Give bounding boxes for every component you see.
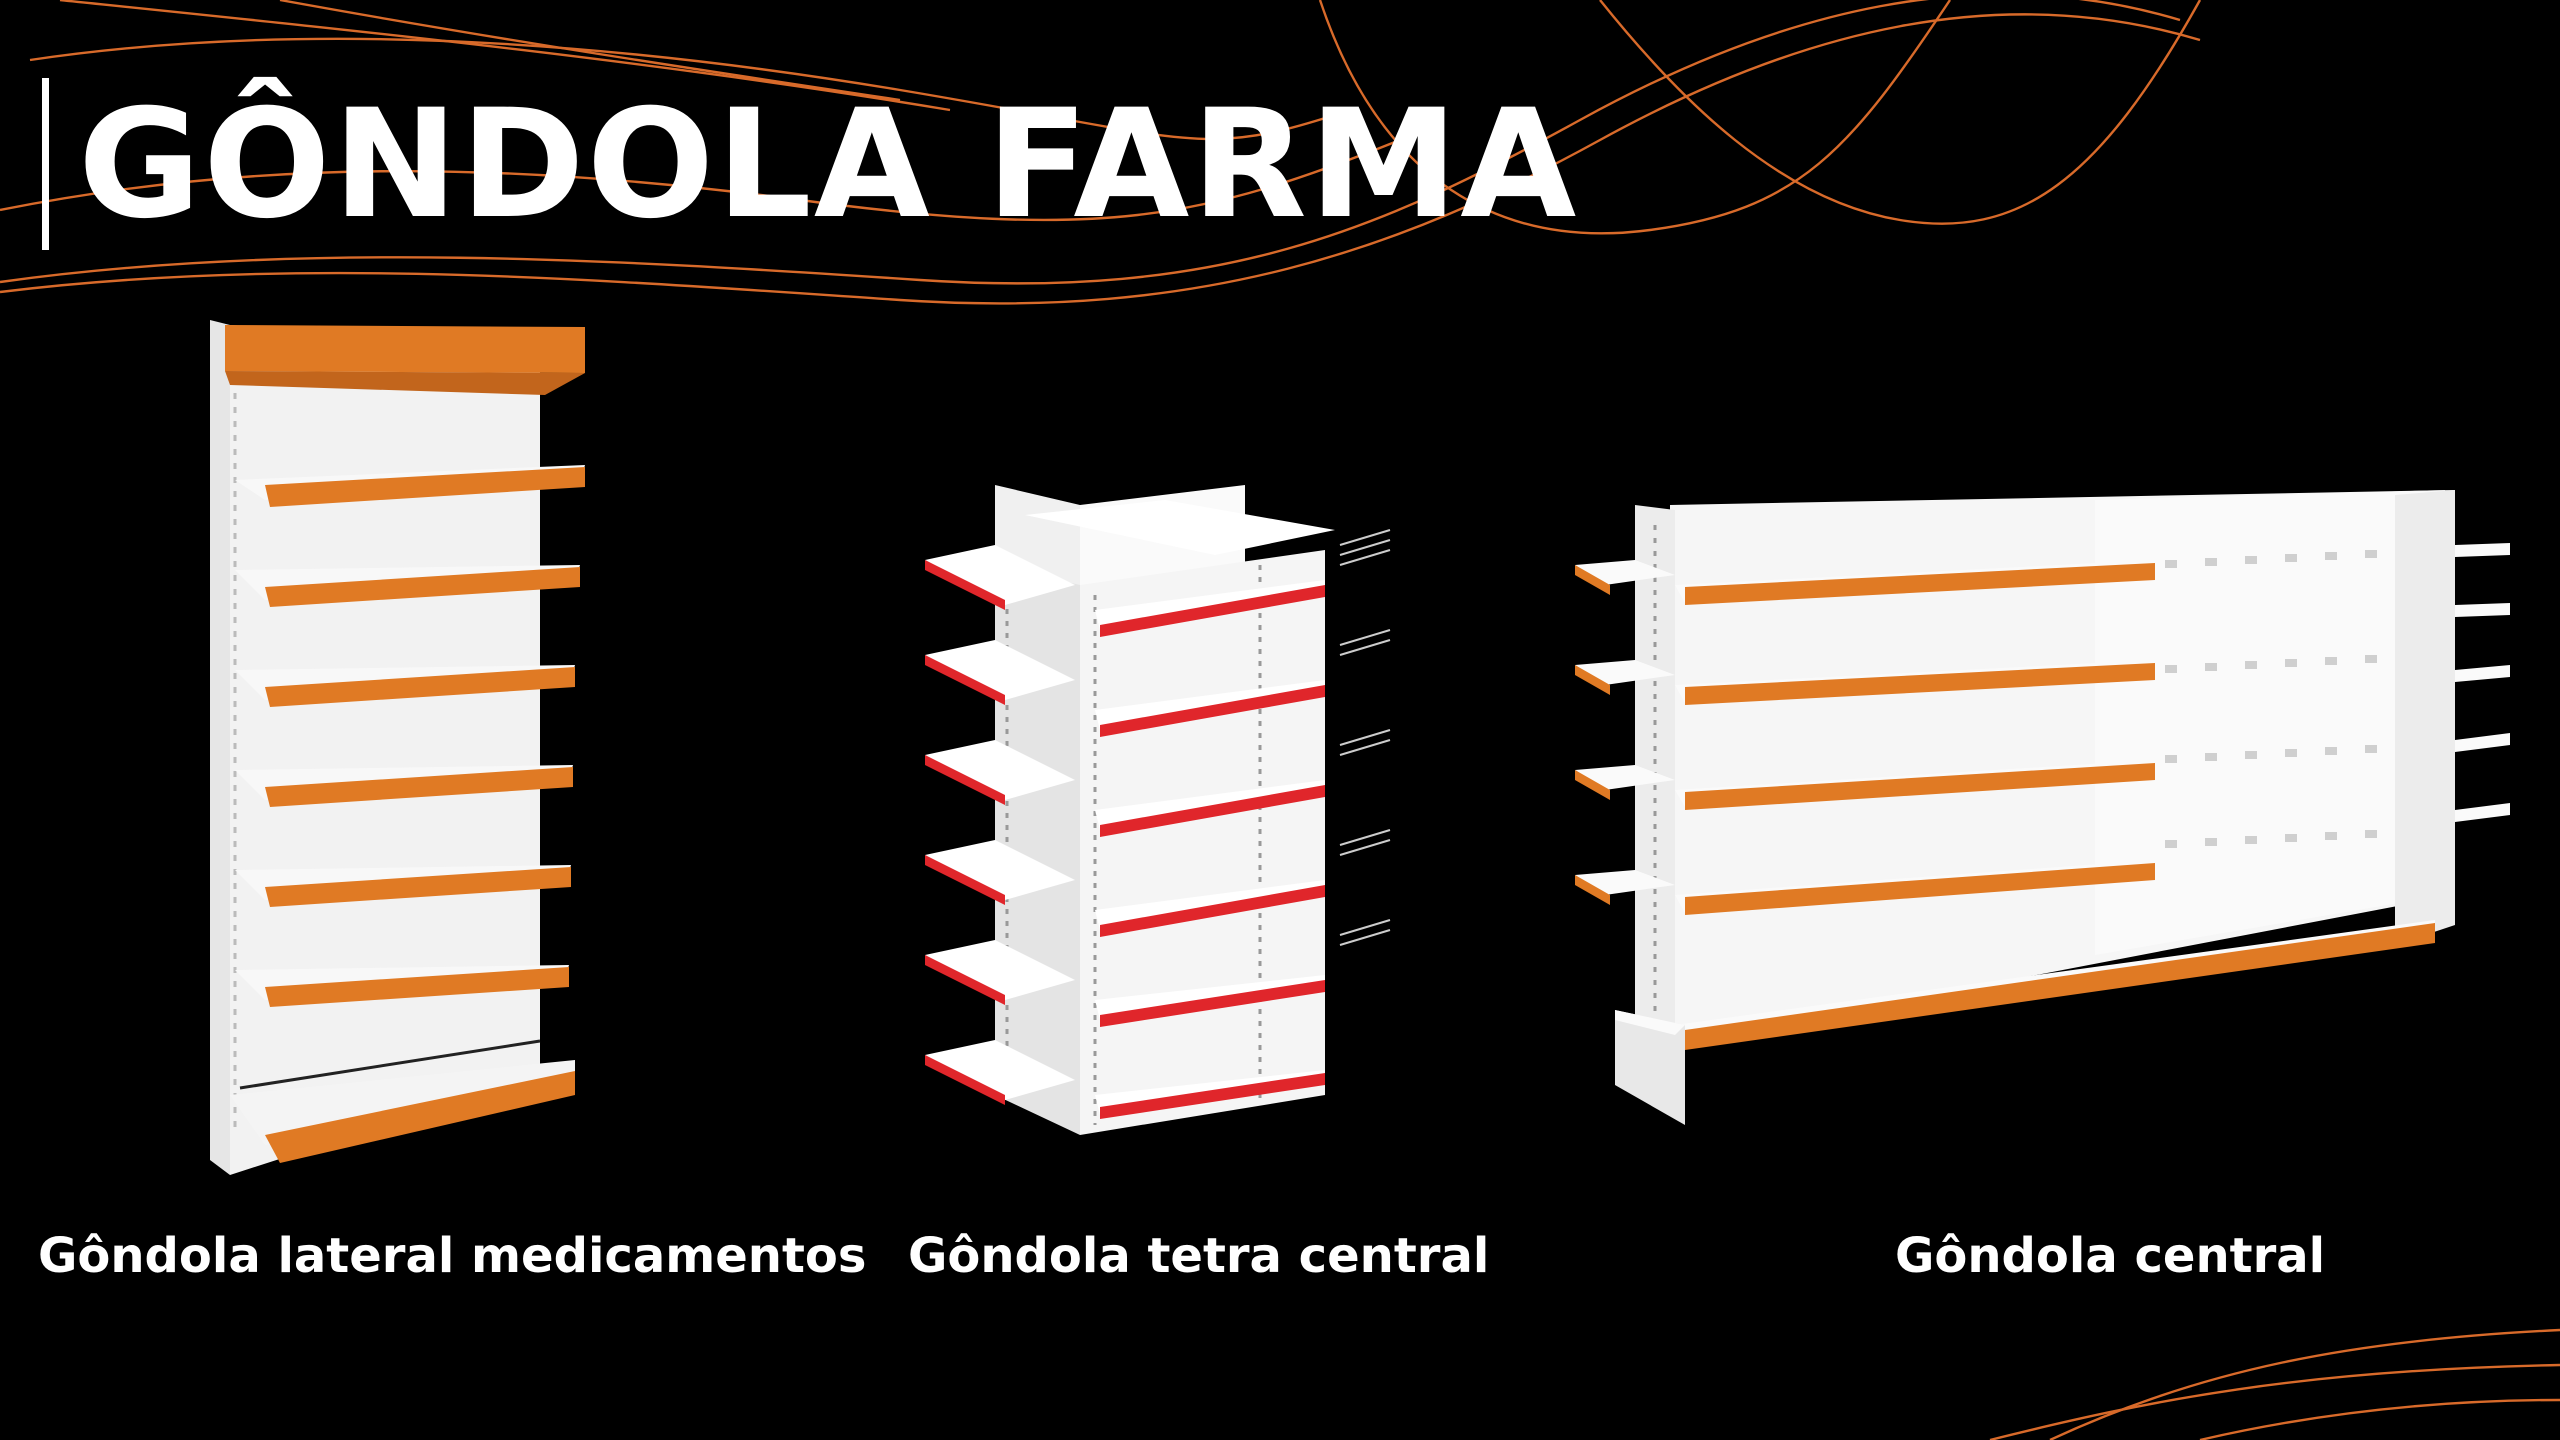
title-accent-bar: [42, 78, 49, 250]
wall-gondola-illustration: [210, 320, 585, 1175]
caption-central-gondola: Gôndola central: [1895, 1228, 2326, 1284]
caption-wall-gondola: Gôndola lateral medicamentos: [38, 1228, 867, 1284]
tetra-gondola-illustration: [925, 485, 1391, 1135]
caption-tetra-gondola: Gôndola tetra central: [908, 1228, 1490, 1284]
page-title: GÔNDOLA FARMA: [78, 78, 1579, 252]
central-gondola-illustration: [1575, 490, 2510, 1125]
